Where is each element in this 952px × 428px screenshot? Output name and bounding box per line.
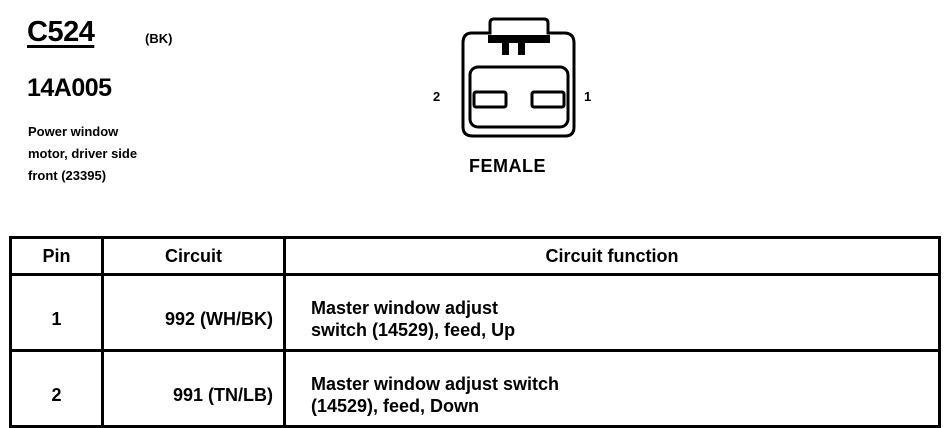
function-line: (14529), feed, Down — [311, 395, 480, 416]
table-header-row: Pin Circuit Circuit function — [9, 236, 941, 276]
header-circuit: Circuit — [101, 236, 286, 276]
pinout-table: Pin Circuit Circuit function 1 992 (WH/B… — [9, 236, 941, 428]
pin-cavity-frame — [468, 65, 570, 129]
locking-latch — [488, 35, 550, 43]
circuit-cell: 992 (WH/BK) — [101, 273, 286, 352]
header-circuit-function: Circuit function — [283, 236, 941, 276]
function-cell: Master window adjust switch (14529), fee… — [283, 349, 941, 428]
circuit-cell: 991 (TN/LB) — [101, 349, 286, 428]
connector-gender-label: FEMALE — [469, 156, 546, 176]
connector-description: Power window motor, driver side front (2… — [28, 121, 198, 187]
pin-cell: 2 — [9, 349, 104, 428]
wire-color-code: (BK) — [145, 31, 173, 46]
description-line: motor, driver side — [28, 146, 138, 161]
pin-label-right: 1 — [584, 89, 592, 104]
terminal-pin-1 — [530, 90, 566, 109]
pin-cell: 1 — [9, 273, 104, 352]
connector-face-diagram — [461, 17, 576, 138]
table-row: 2 991 (TN/LB) Master window adjust switc… — [9, 349, 941, 428]
function-cell: Master window adjust switch (14529), fee… — [283, 273, 941, 352]
function-line: Master window adjust — [311, 297, 499, 318]
description-line: Power window — [28, 124, 119, 139]
table-row: 1 992 (WH/BK) Master window adjust switc… — [9, 273, 941, 352]
function-line: Master window adjust switch — [311, 373, 560, 394]
pin-label-left: 2 — [433, 89, 441, 104]
connector-id: C524 — [27, 16, 95, 48]
header-pin: Pin — [9, 236, 104, 276]
terminal-pin-2 — [472, 90, 508, 109]
function-line: switch (14529), feed, Up — [311, 319, 516, 340]
description-line: front (23395) — [28, 168, 107, 183]
part-number: 14A005 — [27, 74, 112, 102]
